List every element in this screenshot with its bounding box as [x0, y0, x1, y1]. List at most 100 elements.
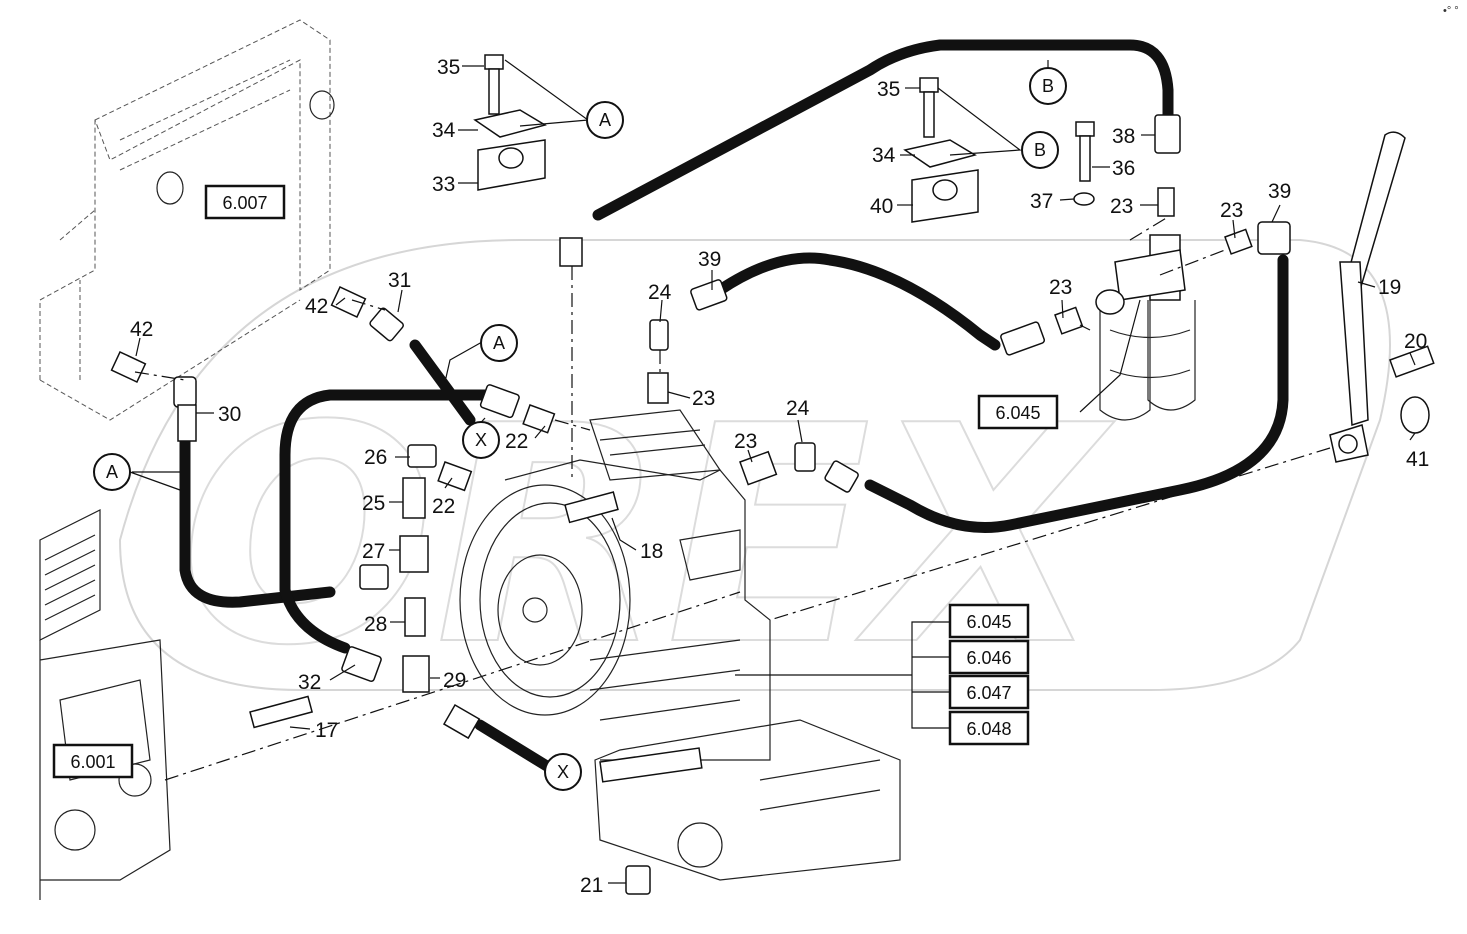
svg-text:X: X — [475, 430, 487, 450]
part-label: 25 — [362, 492, 385, 515]
part-label: 30 — [218, 403, 241, 426]
fitting-hose-a-end — [359, 564, 389, 590]
marker-a-left: A — [93, 453, 131, 491]
adapter-25 — [402, 477, 426, 519]
fitting-23-top — [1157, 187, 1175, 217]
fitting-upper-x — [479, 384, 520, 419]
ref-box-6-007[interactable]: 6.007 — [204, 184, 286, 220]
marker-x-lower: X — [544, 753, 582, 791]
part-label: 20 — [1404, 330, 1427, 353]
transmission-housing — [459, 409, 901, 881]
marker-a-clamp: A — [586, 101, 624, 139]
ref-box-6-001[interactable]: 6.001 — [52, 743, 134, 779]
adapter-23-housing — [739, 450, 778, 486]
svg-text:6.045: 6.045 — [966, 612, 1011, 632]
ref-box-6-048[interactable]: 6.048 — [948, 710, 1030, 746]
part-label: 19 — [1378, 276, 1401, 299]
center-lines — [134, 216, 1331, 781]
part-label: 23 — [734, 430, 757, 453]
watermark-outline — [118, 239, 1391, 691]
ref-box-6-045-filter[interactable]: 6.045 — [977, 394, 1059, 430]
bolt-20 — [1389, 345, 1435, 378]
part-label: 24 — [786, 397, 810, 420]
part-label: 22 — [505, 430, 528, 453]
hose-39-right — [864, 254, 1289, 533]
svg-text:X: X — [557, 762, 569, 782]
marker-b-hose: B — [1029, 67, 1067, 105]
filter-assembly — [1095, 234, 1196, 421]
hose-a-left — [179, 434, 336, 608]
part-label: 23 — [1110, 195, 1133, 218]
ref-box-6-047[interactable]: 6.047 — [948, 674, 1030, 710]
dipstick — [1329, 131, 1406, 463]
plug-41 — [1400, 396, 1430, 434]
part-label: 41 — [1406, 448, 1429, 471]
hose-39-upper — [714, 252, 1001, 351]
svg-text:6.047: 6.047 — [966, 683, 1011, 703]
bolt-17 — [249, 695, 314, 729]
svg-text:A: A — [493, 333, 505, 353]
part-label: 34 — [872, 144, 896, 167]
svg-text:6.007: 6.007 — [222, 193, 267, 213]
frame-assembly — [39, 19, 335, 421]
part-label: 26 — [364, 446, 387, 469]
tee-27 — [399, 535, 429, 573]
part-label: 23 — [1220, 199, 1243, 222]
adapter-23-mid — [647, 372, 669, 404]
svg-text:A: A — [106, 462, 118, 482]
adapter-22-top — [522, 404, 556, 434]
part-label: 21 — [580, 874, 603, 897]
fitting-hose-end-right — [1000, 321, 1046, 356]
svg-text:6.001: 6.001 — [70, 752, 115, 772]
adapter-23-right — [1224, 228, 1253, 255]
fitting-top-hose-b — [559, 237, 583, 267]
fitting-hose-end-housing — [824, 460, 859, 493]
adapter-22-mid — [437, 461, 473, 492]
hoses — [179, 39, 1289, 774]
bolt-36 — [1075, 121, 1095, 182]
elbow-24-top — [649, 319, 669, 351]
marker-x-upper: X — [462, 421, 500, 459]
fitting-32 — [341, 646, 382, 682]
svg-text:6.045: 6.045 — [995, 403, 1040, 423]
part-label: 36 — [1112, 157, 1135, 180]
plug-21 — [625, 865, 651, 895]
hose-29-x — [474, 719, 556, 774]
corner-mark: •° ° — [1443, 5, 1459, 17]
svg-text:6.048: 6.048 — [966, 719, 1011, 739]
marker-b-clamp: B — [1021, 131, 1059, 169]
engine-block — [39, 509, 171, 900]
svg-text:B: B — [1034, 140, 1046, 160]
reference-boxes: 6.007 6.001 6.045 6.045 6.046 6.047 6.04… — [52, 184, 1059, 779]
adapter-23-filter — [1054, 306, 1084, 335]
elbow-30 — [173, 376, 197, 408]
ref-box-6-045[interactable]: 6.045 — [948, 603, 1030, 639]
hose-32 — [279, 389, 494, 654]
part-label: 42 — [130, 318, 153, 341]
marker-a-hose: A — [480, 324, 518, 362]
part-labels: 35 34 33 35 34 40 36 37 23 38 31 42 42 3… — [130, 56, 1429, 897]
fitting-31 — [369, 307, 404, 342]
elbow-39-right — [1257, 221, 1291, 255]
stud-18 — [564, 491, 619, 524]
part-label: 23 — [1049, 276, 1072, 299]
leader-lines — [129, 59, 1416, 884]
part-label: 39 — [698, 248, 721, 271]
clamp-33 — [473, 109, 547, 191]
part-label: 29 — [443, 669, 466, 692]
circle-markers: A A A B B X X — [93, 67, 1067, 791]
fittings — [110, 54, 1435, 895]
part-label: 27 — [362, 540, 385, 563]
svg-text:A: A — [599, 110, 611, 130]
svg-text:6.046: 6.046 — [966, 648, 1011, 668]
part-label: 23 — [692, 387, 715, 410]
part-label: 42 — [305, 295, 328, 318]
fitting-38 — [1154, 114, 1181, 154]
fitting-39-left — [690, 279, 728, 311]
part-label: 35 — [437, 56, 460, 79]
hose-end-30 — [177, 404, 197, 442]
ref-box-6-046[interactable]: 6.046 — [948, 639, 1030, 675]
part-label: 40 — [870, 195, 893, 218]
adapter-42-left — [110, 351, 147, 383]
